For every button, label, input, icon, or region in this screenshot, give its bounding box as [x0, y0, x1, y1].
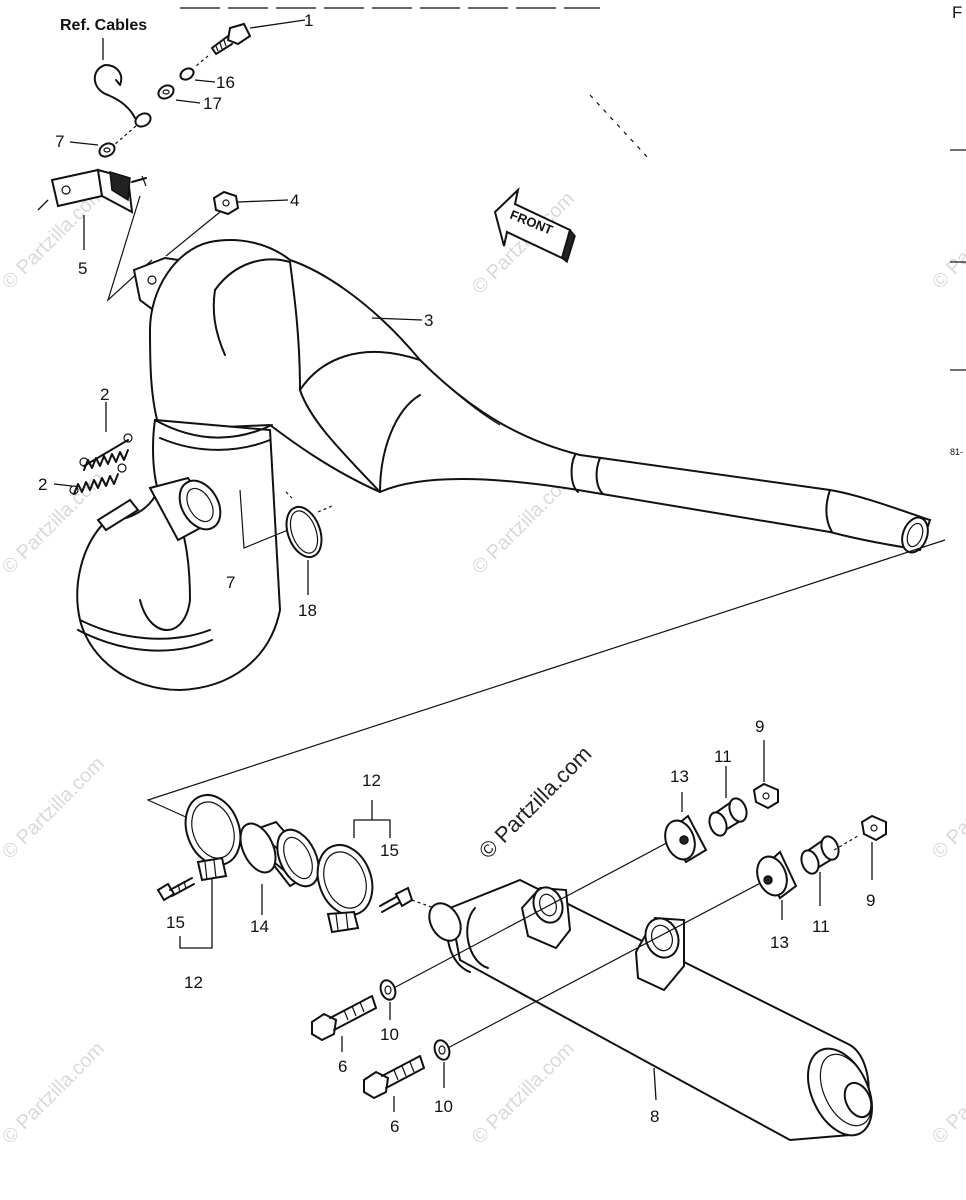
watermark-text: © Partzilla.com [0, 1038, 109, 1149]
collar-11-lower [800, 835, 840, 875]
callout-15-left: 15 [166, 913, 185, 932]
grommet-13-upper [664, 814, 708, 864]
callout-3: 3 [424, 311, 433, 330]
bolt-1 [211, 22, 252, 55]
muffler-8 [428, 878, 873, 1142]
callout-4: 4 [290, 191, 299, 210]
callout-11-lower: 11 [812, 917, 830, 936]
nut-4 [212, 190, 240, 216]
callout-10-upper: 10 [380, 1025, 399, 1044]
callout-2-upper: 2 [100, 385, 109, 404]
sleeve-14 [239, 820, 320, 888]
callout-9-lower: 9 [866, 891, 875, 910]
callout-7-top: 7 [55, 132, 64, 151]
right-edge-marks: F 81- [950, 3, 966, 457]
callout-8: 8 [650, 1107, 659, 1126]
callout-12-right: 12 [362, 771, 381, 790]
edge-letter: F [952, 3, 962, 22]
callout-16: 16 [216, 73, 235, 92]
collar-11-upper [708, 797, 748, 837]
gasket-18 [285, 505, 323, 559]
bolt-6-upper [311, 995, 377, 1042]
expansion-chamber-3 [76, 239, 932, 692]
callout-10-lower: 10 [434, 1097, 453, 1116]
callout-12-left: 12 [184, 973, 203, 992]
watermark-text: © Partzilla.com [0, 183, 109, 294]
callout-6-upper: 6 [338, 1057, 347, 1076]
clamp-12-left [184, 794, 242, 882]
callout-9-upper: 9 [755, 717, 764, 736]
ref-cables-label: Ref. Cables [60, 17, 147, 34]
lock-washer-16 [179, 67, 195, 81]
callout-13-upper: 13 [670, 767, 689, 786]
washer-10-upper [379, 979, 397, 1001]
callout-14: 14 [250, 917, 269, 936]
callout-11-upper: 11 [714, 747, 732, 766]
bolt-15-left [156, 877, 195, 902]
clamp-12-right [316, 844, 374, 934]
watermark-text: © Partzilla.com [0, 753, 109, 864]
callout-18: 18 [298, 601, 317, 620]
hook-washer [134, 112, 152, 128]
nut-9-lower [860, 814, 887, 842]
nut-9-upper [752, 782, 779, 810]
callout-17: 17 [203, 94, 222, 113]
callout-5: 5 [78, 259, 87, 278]
watermark-text: © Partzilla.com [928, 753, 966, 864]
watermark-main: © Partzilla.com [474, 741, 597, 864]
callout-13-lower: 13 [770, 933, 789, 952]
spring-2-lower [69, 463, 127, 495]
watermark-text: © Partzilla.com [468, 1038, 579, 1149]
watermark-text: © Partzilla.com [928, 1038, 966, 1149]
washer-7-top [98, 142, 116, 158]
callout-15-right: 15 [380, 841, 399, 860]
watermark-text: © Partzilla.com [928, 183, 966, 294]
bracket-5 [50, 168, 147, 214]
grommet-13-lower [756, 850, 798, 900]
page-code: 81- [950, 447, 963, 457]
callout-2-lower: 2 [38, 475, 47, 494]
border-line [589, 94, 651, 161]
bolt-6-lower [363, 1055, 425, 1100]
spring-2-upper [79, 433, 133, 471]
washer-10-lower [433, 1039, 451, 1061]
callout-1: 1 [304, 11, 313, 30]
washer-17 [157, 84, 175, 100]
bolt-15-right [379, 886, 414, 913]
callout-7-mid: 7 [226, 573, 235, 592]
cable-hook [93, 64, 136, 119]
callout-6-lower: 6 [390, 1117, 399, 1136]
